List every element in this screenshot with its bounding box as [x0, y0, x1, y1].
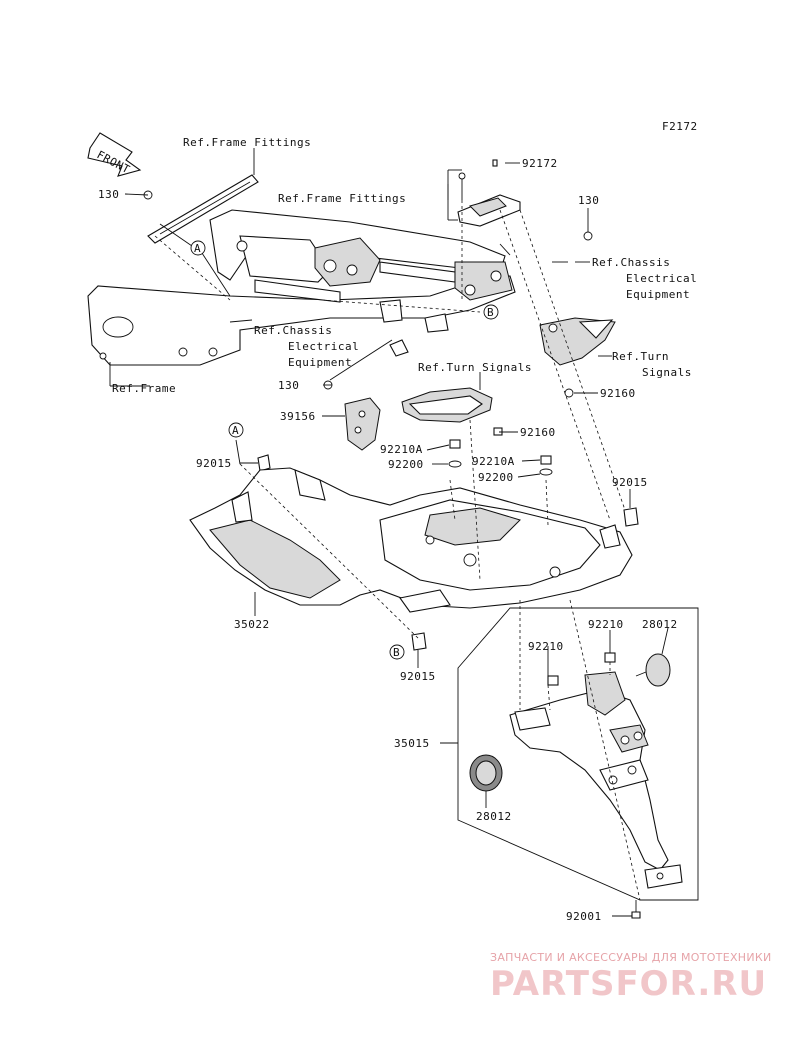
- nut-92210-a: [604, 652, 616, 663]
- part-92015-c: 92015: [400, 670, 436, 683]
- part-39156: 39156: [280, 410, 316, 423]
- callout-ref-turn-signals-2-line1: Ref.Turn: [612, 350, 669, 363]
- part-92210-a: 92210: [588, 618, 624, 631]
- marker-b-bottom: B: [389, 644, 405, 660]
- part-130-a: 130: [98, 188, 119, 201]
- watermark-tagline: ЗАПЧАСТИ И АКСЕССУАРЫ ДЛЯ МОТОТЕХНИКИ: [490, 951, 772, 964]
- svg-text:B: B: [487, 306, 494, 319]
- alignment-lines: [154, 200, 641, 901]
- frame-illustration: [87, 174, 516, 366]
- bracket-39156: [344, 397, 381, 451]
- rear-fender-35015: [509, 671, 683, 889]
- nut-92210-b: [547, 675, 559, 686]
- callout-ref-chassis-electrical-1-line3: Equipment: [626, 288, 690, 301]
- marker-a-top: A: [190, 240, 206, 256]
- callout-ref-chassis-electrical-1-line1: Ref.Chassis: [592, 256, 670, 269]
- part-92210a-b: 92210A: [472, 455, 515, 468]
- svg-text:B: B: [393, 646, 400, 659]
- callout-ref-turn-signals-2-line2: Signals: [642, 366, 692, 379]
- part-130-b: 130: [578, 194, 599, 207]
- watermark-brand: PARTSFOR.RU: [490, 964, 767, 1004]
- assembly-frame-35015: [457, 607, 699, 901]
- part-92015-b: 92015: [612, 476, 648, 489]
- part-92172: 92172: [522, 157, 558, 170]
- part-130-c: 130: [278, 379, 299, 392]
- part-28012-a: 28012: [642, 618, 678, 631]
- turn-signal-center: [401, 387, 493, 423]
- marker-b-top: B: [483, 304, 499, 320]
- part-35022: 35022: [234, 618, 270, 631]
- callout-ref-frame: Ref.Frame: [112, 382, 176, 395]
- leader-lines: [109, 148, 669, 917]
- callout-ref-frame-fittings-1: Ref.Frame Fittings: [183, 136, 311, 149]
- turn-signal-right: [539, 317, 616, 366]
- undertray-35022: [189, 467, 633, 613]
- callout-ref-chassis-electrical-2-line2: Electrical: [288, 340, 359, 353]
- front-arrow-icon: FRONT: [87, 132, 142, 177]
- reflector-28012-right: [635, 653, 671, 687]
- callout-ref-turn-signals-1: Ref.Turn Signals: [418, 361, 532, 374]
- part-92200-a: 92200: [388, 458, 424, 471]
- callout-ref-chassis-electrical-2-line3: Equipment: [288, 356, 352, 369]
- figure-code: F2172: [662, 120, 698, 133]
- reflector-28012-left: [469, 754, 503, 792]
- bolt-92001: [631, 900, 641, 919]
- part-92001: 92001: [566, 910, 602, 923]
- part-35015: 35015: [394, 737, 430, 750]
- part-92200-b: 92200: [478, 471, 514, 484]
- part-28012-b: 28012: [476, 810, 512, 823]
- frame-fitting-bracket: [457, 172, 521, 227]
- part-92160-a: 92160: [600, 387, 636, 400]
- callout-ref-frame-fittings-2: Ref.Frame Fittings: [278, 192, 406, 205]
- callout-ref-chassis-electrical-1-line2: Electrical: [626, 272, 697, 285]
- part-92160-b: 92160: [520, 426, 556, 439]
- callout-ref-chassis-electrical-2-line1: Ref.Chassis: [254, 324, 332, 337]
- marker-a-left: A: [228, 422, 244, 438]
- svg-text:A: A: [232, 424, 239, 437]
- svg-text:A: A: [194, 242, 201, 255]
- part-92210-b: 92210: [528, 640, 564, 653]
- part-92210a-a: 92210A: [380, 443, 423, 456]
- part-92015-a: 92015: [196, 457, 232, 470]
- fasteners: [143, 159, 639, 651]
